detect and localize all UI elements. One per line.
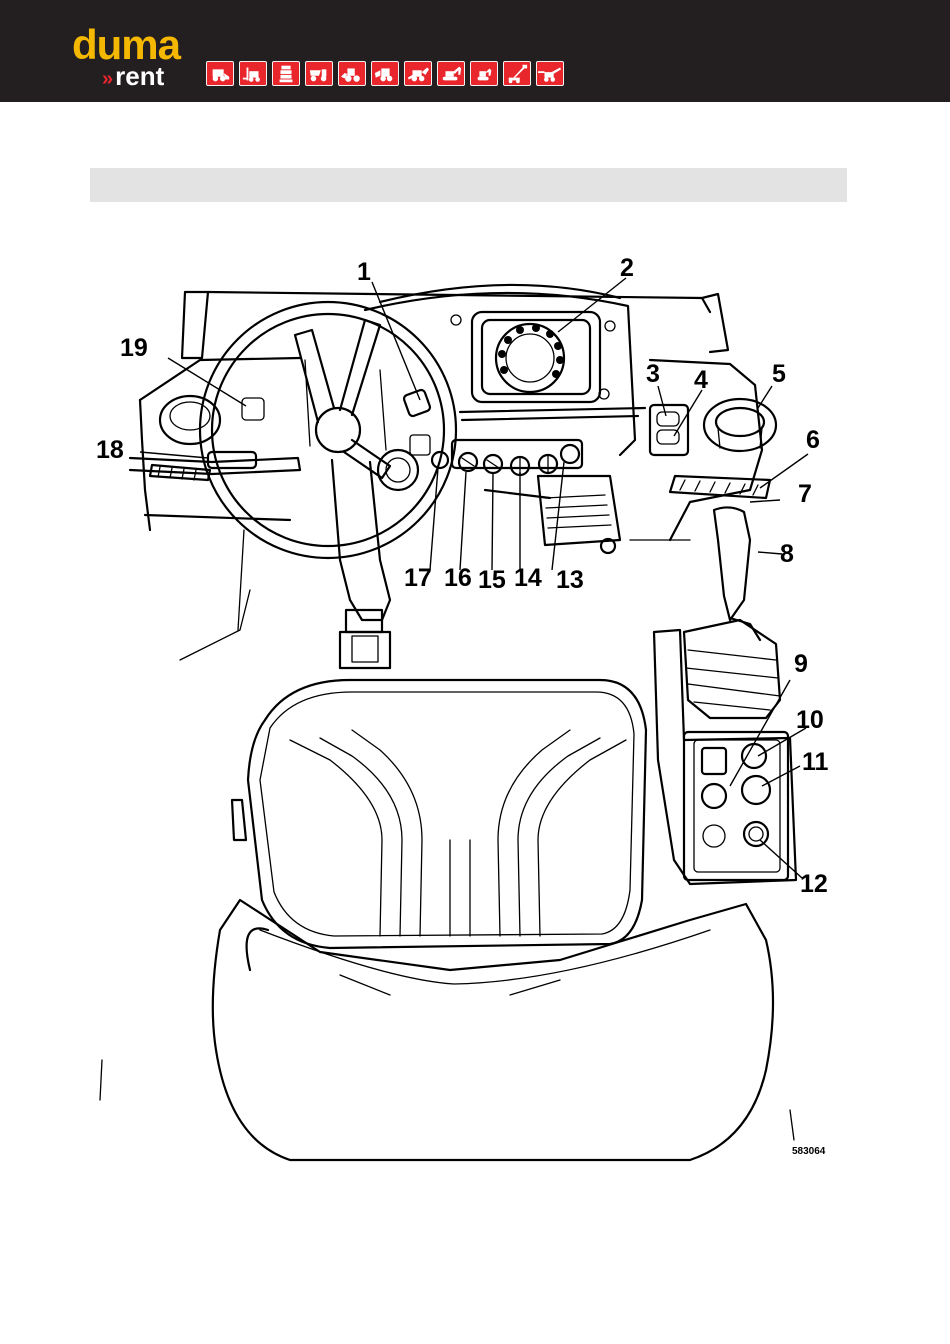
logo-duma-text: duma [72,24,180,66]
figure-number: 583064 [792,1146,826,1157]
logo-chevron: » [102,68,113,90]
callout-18: 18 [96,436,124,464]
logo-rent-text: »rent [102,62,164,93]
callout-12: 12 [800,870,828,898]
duma-rent-logo: duma »rent [72,28,192,92]
mini-excavator-icon [470,61,498,86]
callout-15: 15 [478,566,506,594]
callout-13: 13 [556,566,584,594]
callout-3: 3 [646,360,660,388]
right-control-console [654,507,796,884]
excavator-icon [437,61,465,86]
skid-steer-icon [371,61,399,86]
compact-loader-icon [206,61,234,86]
steering-wheel [130,302,456,668]
dashboard-outline [140,285,776,553]
callout-19: 19 [120,334,148,362]
callout-5: 5 [772,360,786,388]
callout-7: 7 [798,480,812,508]
machine-icon-strip [206,61,564,87]
callout-2: 2 [620,254,634,282]
callout-4: 4 [694,366,708,394]
page-header: duma »rent [0,0,950,102]
callout-17: 17 [404,564,432,592]
dumper-icon [305,61,333,86]
callout-6: 6 [806,426,820,454]
callout-1: 1 [357,258,371,286]
backhoe-icon [404,61,432,86]
wheel-loader-icon [338,61,366,86]
telehandler-icon [536,61,564,86]
section-title-bar [90,168,847,202]
callout-11: 11 [802,748,829,776]
operator-seat [100,680,794,1160]
callout-16: 16 [444,564,472,592]
cab-controls-illustration: 1 2 3 4 5 6 7 8 9 10 11 12 13 14 15 16 1… [90,240,850,1170]
callout-9: 9 [794,650,808,678]
callout-10: 10 [796,706,824,734]
forklift-icon [239,61,267,86]
compactor-icon [272,61,300,86]
callout-8: 8 [780,540,794,568]
boom-lift-icon [503,61,531,86]
logo-rent-word: rent [115,61,164,91]
callout-14: 14 [514,564,542,592]
